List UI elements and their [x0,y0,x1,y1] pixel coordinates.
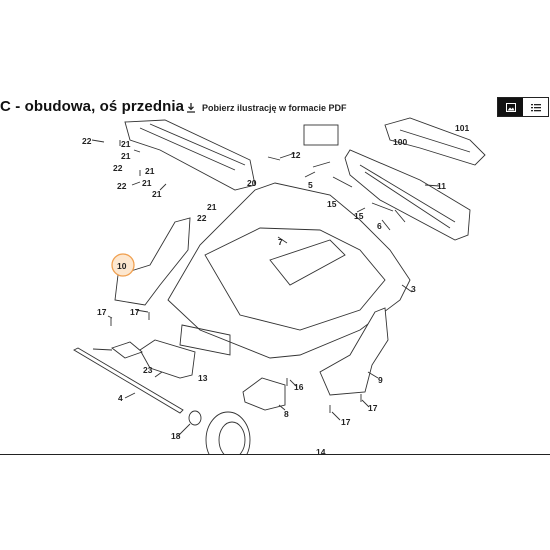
part-label-21: 21 [152,189,162,199]
part-label-21: 21 [142,178,152,188]
part-label-9: 9 [378,375,383,385]
download-icon [187,103,195,113]
part-label-17: 17 [368,403,378,413]
part-label-18: 18 [171,431,181,441]
part-label-22: 22 [117,181,127,191]
part-label-3: 3 [411,284,416,294]
part-label-21: 21 [121,139,131,149]
part-label-6: 6 [377,221,382,231]
part-label-7: 7 [278,237,283,247]
part-label-21: 21 [207,202,217,212]
upper-right-part [384,117,486,166]
part-label-15: 15 [327,199,337,209]
download-pdf-label: Pobierz ilustrację w formacie PDF [202,103,347,113]
part-label-10: 10 [117,261,127,271]
part-label-15: 15 [354,211,364,221]
part-label-12: 12 [291,150,301,160]
part-label-11: 11 [437,181,446,191]
height-adjuster [242,377,286,411]
download-pdf-link[interactable]: Pobierz ilustrację w formacie PDF [186,103,347,113]
divider [0,454,550,455]
right-bracket [319,307,389,396]
part-label-14: 14 [316,447,326,455]
part-label-23: 23 [143,365,153,375]
part-label-8: 8 [284,409,289,419]
list-view-button[interactable] [523,98,548,116]
front-axle-rod [73,347,184,414]
grass-box-frame [344,149,471,241]
image-icon [505,102,516,112]
part-label-22: 22 [82,136,92,146]
front-cover [139,339,196,379]
part-label-17: 17 [341,417,351,427]
part-label-5: 5 [308,180,313,190]
part-label-22: 22 [197,213,207,223]
part-label-21: 21 [145,166,155,176]
view-toggle [497,97,549,117]
page-title: C - obudowa, oś przednia [0,98,185,115]
part-label-22: 22 [113,163,123,173]
warning-label [303,124,339,146]
front-wheel [205,411,251,455]
part-label-100: 100 [393,137,407,147]
part-label-13: 13 [198,373,208,383]
part-label-21: 21 [121,151,131,161]
image-view-button[interactable] [498,98,523,116]
part-label-101: 101 [455,123,469,133]
part-label-17: 17 [130,307,140,317]
mower-housing [167,182,411,359]
rear-cover-part [124,119,256,191]
part-label-17: 17 [97,307,107,317]
part-label-16: 16 [294,382,304,392]
part-label-20: 20 [247,178,257,188]
exploded-parts-diagram: 100 101 22 21 21 22 21 21 22 21 21 22 12… [73,117,486,455]
list-icon [530,103,541,111]
left-bracket [114,217,191,306]
part-label-4: 4 [118,393,123,403]
part-labels: 100 101 22 21 21 22 21 21 22 21 21 22 12… [82,123,469,455]
highlight-marker-10[interactable] [111,253,135,277]
